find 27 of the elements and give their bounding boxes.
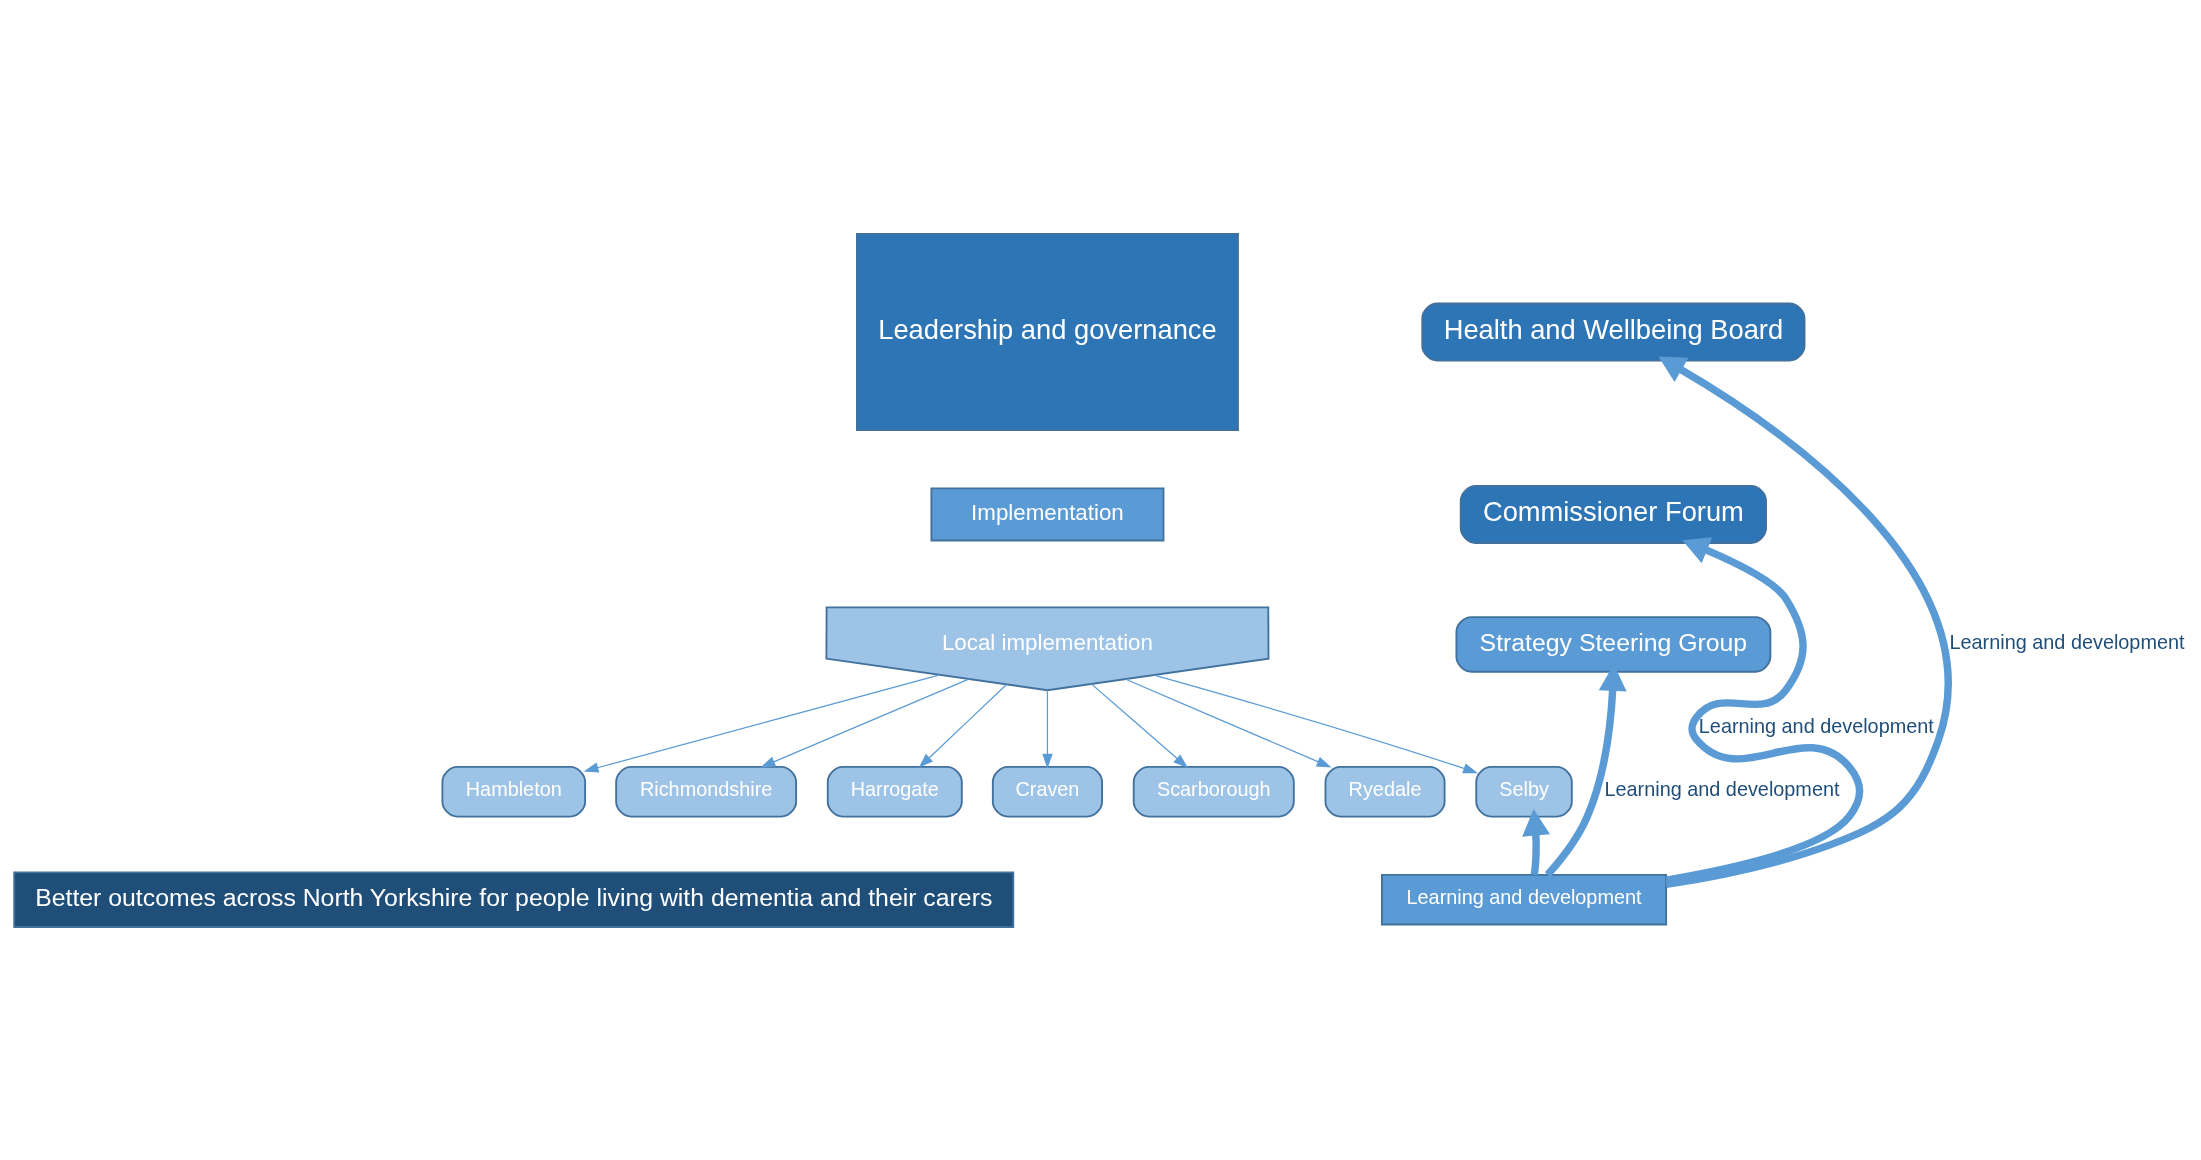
arrow (918, 683, 1008, 768)
node-box: Implementation (930, 486, 1165, 541)
node-box: Richmondshire (615, 765, 798, 817)
node-box: Strategy Steering Group (1455, 615, 1772, 673)
edge-label: Learning and development (1698, 714, 1934, 737)
arrow (583, 673, 941, 773)
node-box: Selby (1475, 765, 1573, 817)
node-box: Health and Wellbeing Board (1421, 302, 1806, 361)
node-box: Ryedale (1324, 765, 1446, 817)
node-box: Craven (991, 765, 1103, 817)
node-box: Commissioner Forum (1459, 484, 1767, 544)
node-box: Hambleton (441, 765, 587, 817)
arrow (1522, 808, 1550, 875)
arrow (1153, 673, 1478, 773)
edge-label: Learning and development (1604, 777, 1840, 800)
node-box: Learning and development (1381, 873, 1668, 925)
arrow (1090, 683, 1189, 768)
arrow (1125, 678, 1332, 768)
edge-label: Learning and development (1949, 630, 2185, 653)
arrow (1665, 536, 1864, 884)
node-box: Scarborough (1132, 765, 1295, 817)
node-box: Harrogate (826, 765, 963, 817)
node-box: Leadership and governance (856, 232, 1239, 431)
node-box: Better outcomes across North Yorkshire for people living with dementia and their carers (13, 871, 1015, 928)
arrow (1042, 689, 1053, 769)
arrow (760, 677, 970, 767)
arrow (1658, 356, 1952, 888)
